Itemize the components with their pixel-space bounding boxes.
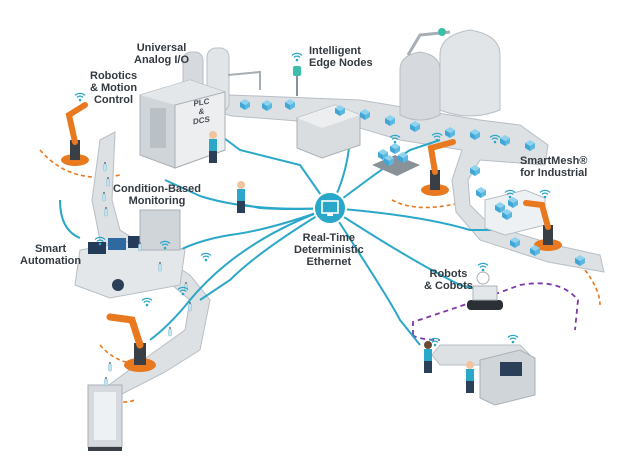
ethernet-hub-icon (313, 191, 347, 225)
worker-icon (209, 131, 474, 393)
label-robots-cobots: Robots& Cobots (424, 268, 473, 292)
label-smartmesh: SmartMesh®for Industrial (520, 155, 588, 179)
pallet (372, 143, 420, 176)
cobot-icon (467, 271, 503, 310)
robot-arm-icon (61, 102, 562, 372)
smartmesh-station (484, 189, 546, 236)
control-room (74, 209, 186, 299)
packaging-machine (479, 349, 536, 406)
storage-tank-icon (399, 28, 501, 121)
edge-node-device (293, 66, 301, 96)
exit-gate (87, 384, 123, 451)
label-plc-dcs: PLC&DCS (193, 96, 210, 127)
control-cabinet-icon (139, 79, 226, 169)
